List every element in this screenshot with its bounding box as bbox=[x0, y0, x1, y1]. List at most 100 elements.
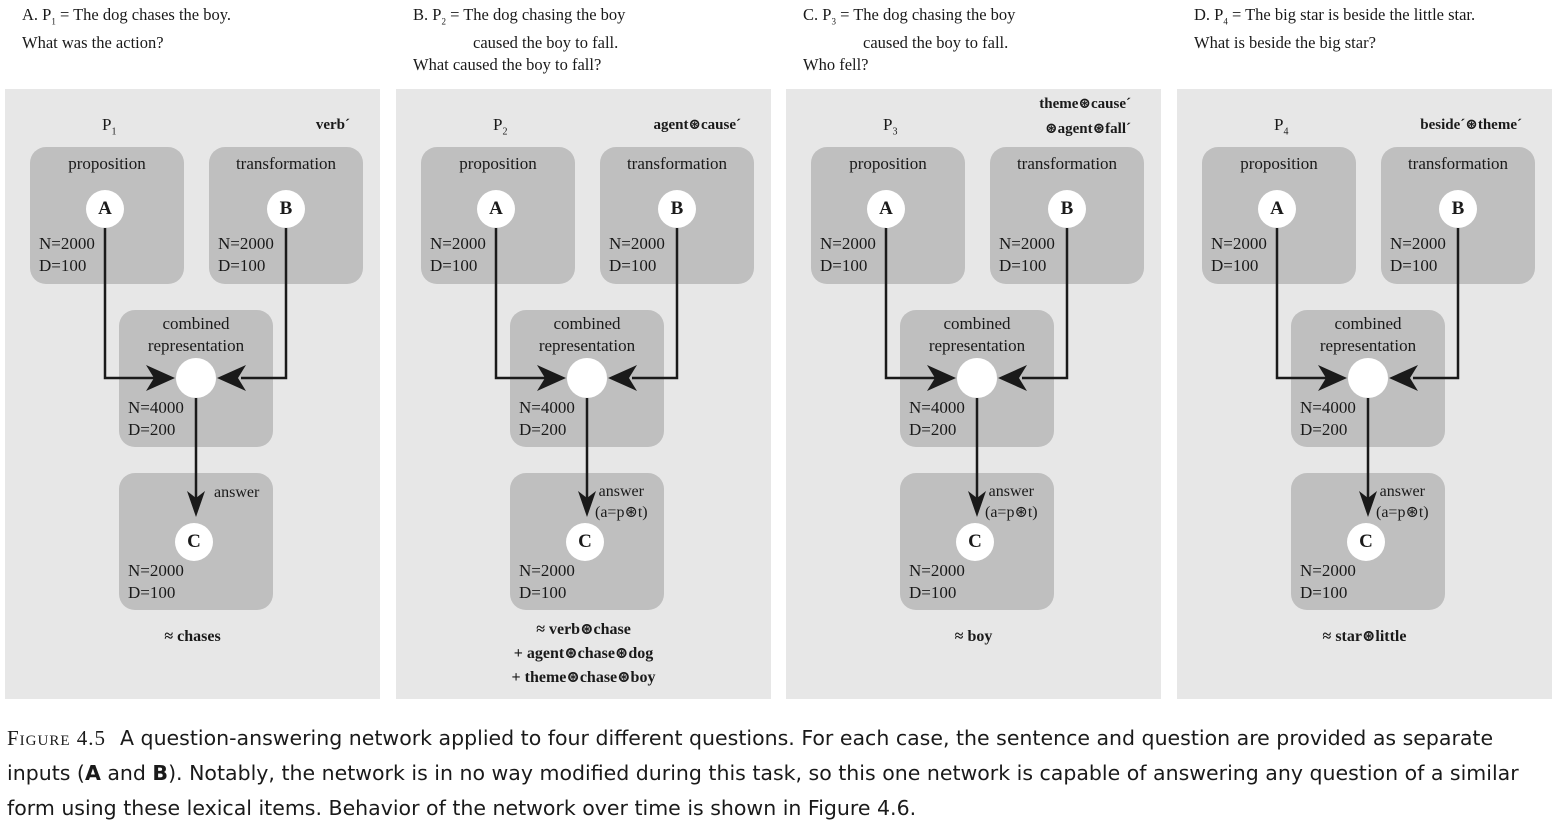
combined-n: N=4000 bbox=[909, 398, 965, 417]
caption-bold-a: A bbox=[84, 761, 101, 785]
header-prefix: C. P bbox=[803, 5, 832, 24]
arrow-a-to-combined-head bbox=[537, 365, 566, 391]
proposition-d: D=100 bbox=[820, 256, 868, 275]
node-b: B bbox=[1439, 190, 1477, 228]
arrow-b-to-combined-head bbox=[998, 365, 1027, 391]
answer-d: D=100 bbox=[909, 583, 957, 602]
answer-d: D=100 bbox=[519, 583, 567, 602]
figure-label: Figure 4.5 bbox=[7, 726, 107, 750]
transformation-d: D=100 bbox=[218, 256, 266, 275]
combined-label-line2: representation bbox=[1319, 336, 1417, 355]
answer-label: answer (a=p⊛t) bbox=[985, 481, 1038, 523]
result-text: ≈ chases bbox=[5, 625, 380, 649]
connection-arrows bbox=[494, 209, 679, 517]
arrow-b-to-combined-head bbox=[1389, 365, 1418, 391]
proposition-title-letter: P bbox=[102, 115, 112, 134]
arrow-combined-to-c-head bbox=[1359, 491, 1377, 517]
arrow-a-to-combined-head bbox=[146, 365, 175, 391]
result-text: ≈ boy bbox=[786, 625, 1161, 649]
arrow-a-to-combined-line bbox=[1275, 209, 1327, 380]
node-a: A bbox=[477, 190, 515, 228]
answer-n: N=2000 bbox=[519, 561, 575, 580]
proposition-label: proposition bbox=[459, 154, 537, 173]
node-c: C bbox=[1347, 523, 1385, 561]
header-prefix: B. P bbox=[413, 5, 442, 24]
combined-label-line2: representation bbox=[538, 336, 636, 355]
answer-n: N=2000 bbox=[909, 561, 965, 580]
combined-label-line2: representation bbox=[147, 336, 245, 355]
proposition-n: N=2000 bbox=[820, 234, 876, 253]
result-line: + theme⊛chase⊛boy bbox=[511, 669, 656, 686]
header-sentence-text: = The dog chasing the boy bbox=[835, 5, 1016, 24]
connection-arrows bbox=[103, 209, 288, 517]
arrow-b-to-combined-line bbox=[241, 209, 288, 380]
header-continuation: caused the boy to fall. bbox=[863, 33, 1009, 53]
combined-d: D=200 bbox=[909, 420, 957, 439]
transformation-n: N=2000 bbox=[999, 234, 1055, 253]
transformation-label: transformation bbox=[626, 154, 728, 173]
caption-text-1: A question-answering network applied to … bbox=[7, 726, 1494, 785]
proposition-title-letter: P bbox=[493, 115, 503, 134]
proposition-title: P2 bbox=[493, 115, 507, 137]
result-text: ≈ verb⊛chase+ agent⊛chase⊛dog+ theme⊛cha… bbox=[396, 618, 771, 690]
answer-label-line2: (a=p⊛t) bbox=[985, 504, 1038, 521]
header-question: What caused the boy to fall? bbox=[413, 55, 602, 75]
caption-bold-b: B bbox=[152, 761, 169, 785]
combined-label-line1: combined bbox=[1334, 314, 1402, 333]
proposition-label: proposition bbox=[849, 154, 927, 173]
result-text: ≈ star⊛little bbox=[1177, 625, 1552, 649]
answer-label-line1: answer bbox=[1379, 483, 1425, 500]
answer-label: answer(a=p⊛t) bbox=[595, 481, 648, 523]
header-continuation: caused the boy to fall. bbox=[473, 33, 619, 53]
transformation-d: D=100 bbox=[609, 256, 657, 275]
answer-label: answer(a=p⊛t) bbox=[1376, 481, 1429, 523]
header-question: What was the action? bbox=[22, 33, 164, 53]
transformation-label: transformation bbox=[235, 154, 337, 173]
answer-label-line1: answer bbox=[988, 483, 1034, 500]
answer-d: D=100 bbox=[128, 583, 176, 602]
arrow-a-to-combined-line bbox=[494, 209, 546, 380]
combined-label-line1: combined bbox=[162, 314, 230, 333]
header-sentence: B. P2 = The dog chasing the boy bbox=[413, 4, 625, 32]
result-line: ≈ verb⊛chase bbox=[536, 621, 631, 638]
header-subscript: 4 bbox=[1223, 16, 1228, 27]
combined-label-line1: combined bbox=[553, 314, 621, 333]
header-sentence: D. P4 = The big star is beside the littl… bbox=[1194, 4, 1475, 32]
transformation-label: transformation bbox=[1407, 154, 1509, 173]
proposition-title-letter: P bbox=[883, 115, 893, 134]
node-b: B bbox=[658, 190, 696, 228]
proposition-title-letter: P bbox=[1274, 115, 1284, 134]
node-c: C bbox=[175, 523, 213, 561]
proposition-n: N=2000 bbox=[430, 234, 486, 253]
transformation-title-line: beside´⊛theme´ bbox=[1420, 117, 1522, 133]
transformation-title: verb´ bbox=[316, 113, 350, 138]
proposition-title-subscript: 4 bbox=[1283, 126, 1289, 138]
node-b: B bbox=[1048, 190, 1086, 228]
header-sentence-text: = The big star is beside the little star… bbox=[1227, 5, 1476, 24]
transformation-title-line: agent⊛cause´ bbox=[653, 117, 741, 133]
header-question: What is beside the big star? bbox=[1194, 33, 1376, 53]
answer-label: answer bbox=[214, 482, 259, 503]
connection-arrows bbox=[1275, 209, 1460, 517]
connection-arrows bbox=[884, 209, 1069, 517]
arrow-combined-to-c-head bbox=[187, 491, 205, 517]
transformation-d: D=100 bbox=[999, 256, 1047, 275]
panel-header-d: D. P4 = The big star is beside the littl… bbox=[1194, 4, 1475, 54]
proposition-title: P1 bbox=[102, 115, 116, 137]
combined-d: D=200 bbox=[519, 420, 567, 439]
answer-label-line2: (a=p⊛t) bbox=[595, 504, 648, 521]
proposition-n: N=2000 bbox=[1211, 234, 1267, 253]
answer-n: N=2000 bbox=[1300, 561, 1356, 580]
arrow-b-to-combined-head bbox=[217, 365, 246, 391]
caption-text-2: and bbox=[100, 761, 153, 785]
proposition-title: P4 bbox=[1274, 115, 1288, 137]
node-b: B bbox=[267, 190, 305, 228]
proposition-title-subscript: 3 bbox=[892, 126, 898, 138]
combined-node bbox=[957, 358, 997, 398]
transformation-title: theme⊛cause´⊛agent⊛fall´ bbox=[1039, 92, 1131, 142]
